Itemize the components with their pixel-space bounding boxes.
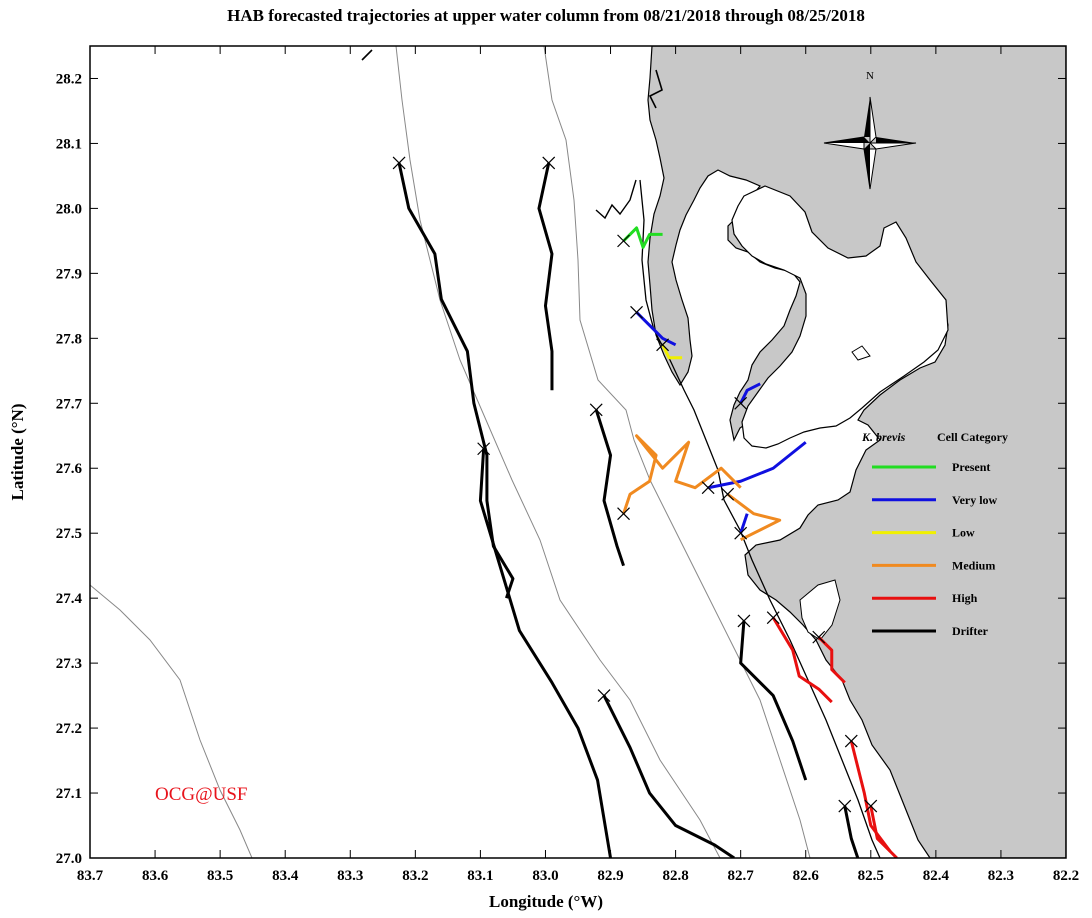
y-axis-label: Latitude (°N)	[8, 403, 27, 501]
trajectory-low	[661, 344, 683, 360]
start-marker	[656, 338, 670, 352]
coast-fragment	[648, 69, 663, 109]
trajectory-medium	[726, 493, 782, 542]
start-marker	[392, 156, 406, 170]
trajectory-drifter	[537, 162, 554, 391]
x-tick-label: 82.3	[988, 868, 1014, 884]
trajectory-drifter	[397, 162, 515, 599]
x-tick-label: 83.1	[467, 868, 493, 884]
trajectory-drifter	[594, 409, 625, 567]
coast-fragment-2	[361, 49, 373, 61]
legend-title: Cell Category	[937, 430, 1008, 444]
legend-title-species: K. brevis	[861, 430, 906, 444]
trajectory-very-low	[707, 441, 807, 490]
x-tick-label: 82.2	[1053, 868, 1079, 884]
start-marker	[766, 611, 780, 625]
start-marker	[630, 305, 643, 319]
trajectory-present	[622, 226, 663, 249]
start-marker	[734, 396, 748, 410]
start-marker	[597, 689, 611, 703]
depth-contour-1	[395, 46, 721, 858]
x-tick-label: 83.2	[402, 868, 428, 884]
y-tick-label: 27.9	[56, 266, 82, 282]
x-tick-label: 82.4	[923, 868, 950, 884]
y-tick-label: 27.1	[56, 786, 82, 802]
x-tick-label: 82.9	[597, 868, 623, 884]
trajectory-medium	[622, 434, 742, 515]
tampa-bay	[731, 185, 949, 449]
trajectory-very-low	[635, 311, 677, 347]
x-tick-label: 82.6	[793, 868, 820, 884]
y-tick-label: 27.4	[56, 591, 83, 607]
compass-rose: N	[823, 70, 917, 190]
y-tick-label: 27.6	[56, 461, 83, 477]
x-tick-label: 83.4	[272, 868, 299, 884]
x-axis-label: Longitude (°W)	[488, 892, 603, 911]
start-marker	[721, 487, 735, 501]
y-tick-label: 27.2	[56, 721, 82, 737]
x-tick-label: 82.7	[728, 868, 755, 884]
y-tick-label: 27.8	[56, 331, 82, 347]
depth-contour-2	[543, 46, 811, 858]
charlotte-harbor	[799, 579, 841, 641]
start-marker	[542, 156, 556, 170]
trajectory-very-low	[739, 382, 761, 404]
trajectory-drifter	[478, 448, 613, 858]
trajectory-high	[869, 805, 898, 858]
legend-label: Low	[952, 526, 975, 540]
legend-label: Present	[952, 460, 990, 474]
trajectory-drifter	[602, 694, 735, 858]
start-marker	[844, 734, 858, 748]
legend-label: Medium	[952, 558, 995, 572]
y-tick-label: 27.5	[56, 526, 82, 542]
start-marker	[477, 442, 491, 456]
start-marker	[701, 481, 715, 495]
start-marker	[734, 526, 748, 540]
plot-frame	[89, 45, 1067, 859]
start-marker	[737, 614, 751, 628]
start-marker	[864, 799, 878, 813]
y-tick-label: 28.0	[56, 201, 82, 217]
compass-north-label: N	[866, 70, 874, 82]
start-marker	[617, 507, 630, 521]
x-tick-label: 83.0	[532, 868, 558, 884]
x-tick-label: 82.5	[858, 868, 884, 884]
credit-label: OCG@USF	[155, 784, 248, 805]
x-tick-label: 83.7	[77, 868, 104, 884]
y-tick-label: 28.1	[56, 136, 82, 152]
trajectory-high	[771, 616, 833, 704]
trajectory-very-low	[739, 513, 749, 534]
barrier-island	[639, 179, 881, 858]
legend-label: High	[952, 591, 978, 605]
chart-title: HAB forecasted trajectories at upper wat…	[227, 6, 865, 25]
start-marker	[838, 799, 852, 813]
trajectory-high	[817, 636, 846, 684]
depth-contour-3	[90, 584, 253, 858]
trajectory-drifter	[739, 620, 808, 781]
island-cluster	[595, 179, 637, 220]
start-marker	[617, 234, 630, 248]
y-tick-label: 27.7	[56, 396, 83, 412]
legend-label: Drifter	[952, 624, 989, 638]
x-tick-label: 83.6	[142, 868, 169, 884]
y-tick-label: 27.0	[56, 851, 82, 867]
inlet-shape	[851, 345, 871, 361]
start-marker	[589, 403, 603, 417]
x-tick-label: 83.5	[207, 868, 233, 884]
y-tick-label: 28.2	[56, 71, 82, 87]
x-tick-label: 83.3	[337, 868, 363, 884]
trajectory-drifter	[843, 805, 860, 858]
y-tick-label: 27.3	[56, 656, 82, 672]
x-tick-label: 82.8	[662, 868, 688, 884]
start-marker	[812, 630, 826, 644]
legend-label: Very low	[952, 493, 998, 507]
